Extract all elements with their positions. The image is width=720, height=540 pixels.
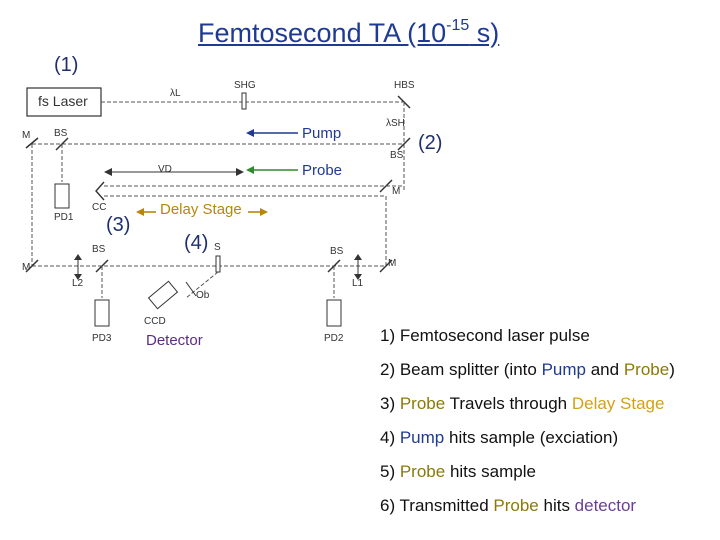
sample-s	[215, 255, 221, 273]
label-bs-bottom-right: BS	[330, 246, 344, 257]
label-lambda-l: λL	[170, 88, 181, 99]
marker-2: (2)	[418, 132, 443, 154]
step-text-part: )	[669, 360, 675, 379]
label-lambda-sh: λSH	[386, 118, 405, 129]
label-vd: VD	[158, 164, 172, 175]
step-number: 5)	[380, 462, 400, 481]
step-text-part: Pump	[541, 360, 586, 379]
label-cc: CC	[92, 202, 107, 213]
sample-to-ccd-beam	[185, 271, 219, 299]
step-text-part: hits sample (exciation)	[444, 428, 619, 447]
probe-arrow-head	[246, 166, 254, 174]
pd2-box	[326, 299, 342, 327]
label-m-right-mid: M	[392, 186, 401, 197]
label-probe: Probe	[302, 162, 343, 179]
step-text-part: Probe	[399, 462, 446, 481]
label-l2: L2	[72, 278, 84, 289]
label-pd3: PD3	[92, 333, 112, 344]
label-s: S	[214, 242, 221, 253]
step-item: 5) Probe hits sample	[380, 458, 675, 492]
vd-arrow-head-right	[236, 168, 244, 176]
label-delay-stage: Delay Stage	[160, 201, 242, 218]
step-text-part: Probe	[399, 394, 446, 413]
cc-retroreflector	[95, 181, 105, 201]
label-shg: SHG	[234, 80, 256, 91]
shg-crystal	[241, 92, 247, 110]
step-text-part: hits	[538, 496, 575, 515]
step-item: 6) Transmitted Probe hits detector	[380, 492, 675, 526]
slide-title: Femtosecond TA (10-15 s)	[198, 17, 500, 49]
label-fs-laser: fs Laser	[38, 93, 88, 109]
pd3-box	[94, 299, 110, 327]
ob-lens	[185, 281, 197, 297]
step-text-part: Transmitted	[399, 496, 494, 515]
step-number: 1)	[380, 326, 400, 345]
l2-arrow-down	[74, 274, 82, 280]
step-item: 1) Femtosecond laser pulse	[380, 322, 675, 356]
l2-arrow-up	[74, 254, 82, 260]
step-item: 3) Probe Travels through Delay Stage	[380, 390, 675, 424]
step-number: 2)	[380, 360, 400, 379]
title-main: Femtosecond TA (10	[198, 18, 447, 48]
delay-arrow-right-head	[260, 208, 268, 216]
label-pump: Pump	[302, 125, 342, 142]
delay-arrow-left-head	[136, 208, 144, 216]
marker-1: (1)	[54, 54, 79, 76]
step-number: 3)	[380, 394, 400, 413]
pump-arrow-head	[246, 129, 254, 137]
label-bs-top-left: BS	[54, 128, 68, 139]
title-suffix: s)	[469, 18, 500, 48]
step-text-part: Beam splitter (into	[399, 360, 542, 379]
label-bs-bottom-left: BS	[92, 244, 106, 255]
label-hbs: HBS	[394, 80, 415, 91]
label-ob: Ob	[196, 290, 210, 301]
step-text-part: Probe	[623, 360, 670, 379]
label-pd1: PD1	[54, 212, 74, 223]
marker-3: (3)	[106, 214, 131, 236]
step-text-part: Delay Stage	[571, 394, 665, 413]
l1-arrow-down	[354, 274, 362, 280]
label-ccd: CCD	[144, 316, 166, 327]
label-detector: Detector	[146, 332, 203, 349]
title-exponent: -15	[446, 17, 470, 34]
label-m-right-bottom: M	[388, 258, 397, 269]
marker-4: (4)	[184, 232, 209, 254]
mirror-left-bottom	[25, 259, 39, 273]
vd-arrow-head-left	[104, 168, 112, 176]
step-text-part: Probe	[493, 496, 539, 515]
step-text-part: and	[586, 360, 624, 379]
step-number: 6)	[380, 496, 400, 515]
label-l1: L1	[352, 278, 364, 289]
label-m-left-bottom: M	[22, 262, 31, 273]
pd1-box	[54, 183, 70, 209]
step-text-part: Pump	[399, 428, 445, 447]
step-item: 4) Pump hits sample (exciation)	[380, 424, 675, 458]
bs-right	[397, 137, 411, 151]
step-text-part: detector	[574, 496, 637, 515]
l1-arrow-up	[354, 254, 362, 260]
mirror-right-bottom	[379, 259, 393, 273]
label-bs-right: BS	[390, 150, 404, 161]
step-text-part: Femtosecond laser pulse	[399, 326, 590, 345]
mirror-left-top	[25, 137, 39, 149]
label-m-left-top: M	[22, 130, 31, 141]
step-number: 4)	[380, 428, 400, 447]
label-pd2: PD2	[324, 333, 344, 344]
step-text-part: hits sample	[445, 462, 536, 481]
step-item: 2) Beam splitter (into Pump and Probe)	[380, 356, 675, 390]
ccd-box	[147, 280, 179, 310]
step-text-part: Travels through	[445, 394, 572, 413]
